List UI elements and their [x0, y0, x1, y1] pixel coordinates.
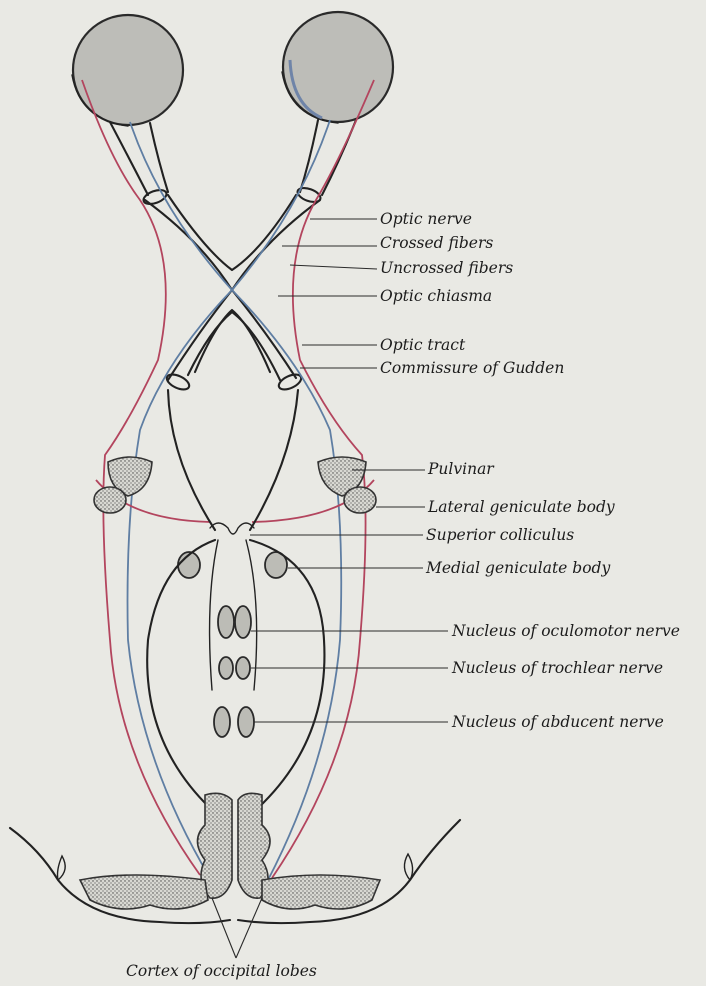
label-pulvinar: Pulvinar: [427, 460, 495, 478]
left-eyeball: [72, 15, 183, 126]
label-commissure-of-gudden: Commissure of Gudden: [380, 359, 564, 377]
label-crossed-fibers: Crossed fibers: [380, 234, 493, 252]
label-optic-tract: Optic tract: [380, 336, 466, 354]
superior-colliculi: [168, 390, 298, 534]
cortex-pointer-lines: [212, 898, 262, 958]
abducent-nuclei: [214, 707, 254, 737]
trochlear-nuclei: [219, 657, 250, 679]
left-lateral-geniculate-body: [94, 487, 126, 513]
label-superior-colliculus: Superior colliculus: [426, 526, 574, 544]
label-uncrossed-fibers: Uncrossed fibers: [380, 259, 513, 277]
label-cortex-occipital: Cortex of occipital lobes: [126, 962, 317, 980]
medial-geniculate-bodies: [178, 552, 287, 578]
label-nucleus-oculomotor: Nucleus of oculomotor nerve: [451, 622, 680, 640]
label-optic-nerve: Optic nerve: [380, 210, 472, 228]
right-eyeball: [282, 12, 393, 123]
collicular-pathways: [147, 540, 324, 808]
label-nucleus-abducent: Nucleus of abducent nerve: [451, 713, 664, 731]
label-nucleus-trochlear: Nucleus of trochlear nerve: [451, 659, 663, 677]
crossed-fibers: [128, 120, 342, 880]
occipital-cortex: [10, 793, 460, 923]
label-optic-chiasma: Optic chiasma: [380, 287, 492, 305]
label-medial-geniculate-body: Medial geniculate body: [425, 559, 610, 577]
label-lateral-geniculate-body: Lateral geniculate body: [427, 498, 615, 516]
oculomotor-nuclei: [218, 606, 251, 638]
right-lateral-geniculate-body: [344, 487, 376, 513]
